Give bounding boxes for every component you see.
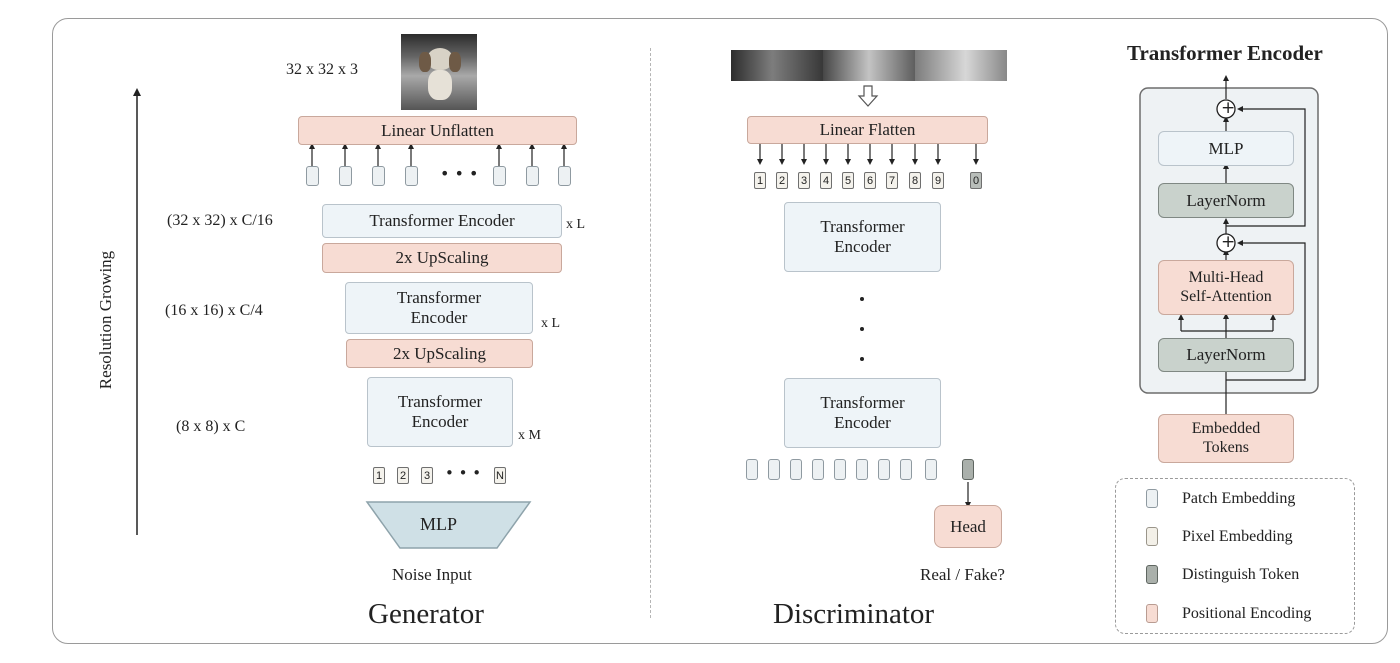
output-token [746, 459, 758, 480]
add-circle-lower [1216, 233, 1236, 253]
attention-line1: Multi-Head [1188, 269, 1264, 287]
disc-encoder-bottom-line2: Encoder [834, 413, 891, 432]
pixel-embedding-swatch [1146, 527, 1158, 546]
discriminator-caption: Discriminator [773, 598, 935, 630]
legend-pixel-label: Pixel Embedding [1182, 528, 1293, 545]
ellipsis-dots: • • • [445, 464, 482, 482]
stage3-repeat-label: x M [518, 428, 541, 443]
patch-token-4: 4 [820, 172, 832, 189]
patch-embedding-swatch [1146, 489, 1158, 508]
linear-flatten-box: Linear Flatten [747, 116, 988, 144]
disc-encoder-top-line2: Encoder [834, 237, 891, 256]
patch-token-3: 3 [798, 172, 810, 189]
flatten-arrow-icon [857, 85, 879, 107]
legend-positional-label: Positional Encoding [1182, 605, 1312, 622]
patch-embedding-token [558, 166, 571, 186]
generator-caption: Generator [368, 598, 484, 630]
add-symbol-upper: + [1221, 98, 1236, 118]
latent-token-2: 2 [397, 467, 409, 484]
stage1-shape-label: (32 x 32) x C/16 [167, 212, 273, 229]
patch-embedding-token [372, 166, 385, 186]
output-token [925, 459, 937, 480]
distinguish-token [962, 459, 974, 480]
distinguish-token-swatch [1146, 565, 1158, 584]
encoder-detail-title: Transformer Encoder [1127, 41, 1323, 65]
output-token [790, 459, 802, 480]
stage3-encoder-line2: Encoder [411, 412, 469, 431]
patch-token-1: 1 [754, 172, 766, 189]
linear-unflatten-box: Linear Unflatten [298, 116, 577, 145]
stage2-repeat-label: x L [541, 316, 561, 331]
resolution-axis-label: Resolution Growing [96, 250, 115, 390]
stage2-encoder-line1: Transformer [396, 288, 482, 308]
head-box: Head [934, 505, 1002, 548]
diagram-frame [52, 18, 1388, 644]
stage2-shape-label: (16 x 16) x C/4 [165, 302, 263, 319]
legend: Patch Embedding Pixel Embedding Distingu… [1115, 478, 1355, 634]
mlp-trapezoid [365, 501, 532, 549]
ellipsis-dots: • • • [440, 164, 479, 183]
patch-embedding-token [405, 166, 418, 186]
stage2-transformer-encoder: Transformer Encoder [345, 282, 533, 334]
patch-embedding-token [306, 166, 319, 186]
disc-encoder-top-line1: Transformer [820, 217, 905, 237]
class-token-0: 0 [970, 172, 982, 189]
output-token [856, 459, 868, 480]
vertical-dot [860, 357, 864, 361]
patch-embedding-token [526, 166, 539, 186]
stage3-transformer-encoder: Transformer Encoder [367, 377, 513, 447]
output-token [834, 459, 846, 480]
patch-embedding-token [339, 166, 352, 186]
disc-encoder-bottom-line1: Transformer [820, 393, 905, 413]
disc-encoder-top: Transformer Encoder [784, 202, 941, 272]
resolution-axis: Resolution Growing [78, 225, 138, 415]
patch-token-2: 2 [776, 172, 788, 189]
stage2-encoder-line2: Encoder [410, 308, 468, 327]
embedded-line1: Embedded [1191, 420, 1261, 438]
add-circle-upper [1216, 99, 1236, 119]
legend-patch-label: Patch Embedding [1182, 490, 1296, 507]
patch-embedding-token [493, 166, 506, 186]
input-image-patches [731, 50, 1007, 81]
stage1-repeat-label: x L [566, 217, 586, 232]
stage3-shape-label: (8 x 8) x C [176, 418, 246, 435]
stage2-upscaling: 2x UpScaling [346, 339, 533, 368]
output-token [900, 459, 912, 480]
output-token [812, 459, 824, 480]
real-fake-label: Real / Fake? [920, 565, 1005, 584]
add-symbol-lower: + [1221, 232, 1236, 252]
positional-encoding-swatch [1146, 604, 1158, 623]
output-token [768, 459, 780, 480]
stage1-transformer-encoder: Transformer Encoder [322, 204, 562, 238]
mlp-label: MLP [420, 514, 458, 534]
vertical-dot [860, 327, 864, 331]
layernorm-bottom-box: LayerNorm [1158, 338, 1294, 372]
patch-token-7: 7 [886, 172, 898, 189]
embedded-line2: Tokens [1203, 438, 1249, 456]
latent-token-1: 1 [373, 467, 385, 484]
latent-token-3: 3 [421, 467, 433, 484]
patch-token-9: 9 [932, 172, 944, 189]
latent-token-n: N [494, 467, 506, 484]
attention-box: Multi-Head Self-Attention [1158, 260, 1294, 315]
attention-line2: Self-Attention [1180, 287, 1272, 305]
vertical-dot [860, 297, 864, 301]
section-divider [650, 48, 651, 618]
patch-token-6: 6 [864, 172, 876, 189]
layernorm-top-box: LayerNorm [1158, 183, 1294, 218]
generated-dog-image [401, 34, 477, 110]
noise-input-label: Noise Input [392, 565, 472, 584]
encoder-mlp-box: MLP [1158, 131, 1294, 166]
stage1-upscaling: 2x UpScaling [322, 243, 562, 273]
legend-distinguish-label: Distinguish Token [1182, 566, 1300, 583]
output-shape-label: 32 x 32 x 3 [286, 61, 358, 78]
stage3-encoder-line1: Transformer [397, 392, 483, 412]
disc-encoder-bottom: Transformer Encoder [784, 378, 941, 448]
embedded-tokens-box: Embedded Tokens [1158, 414, 1294, 463]
patch-token-5: 5 [842, 172, 854, 189]
output-token [878, 459, 890, 480]
patch-token-8: 8 [909, 172, 921, 189]
